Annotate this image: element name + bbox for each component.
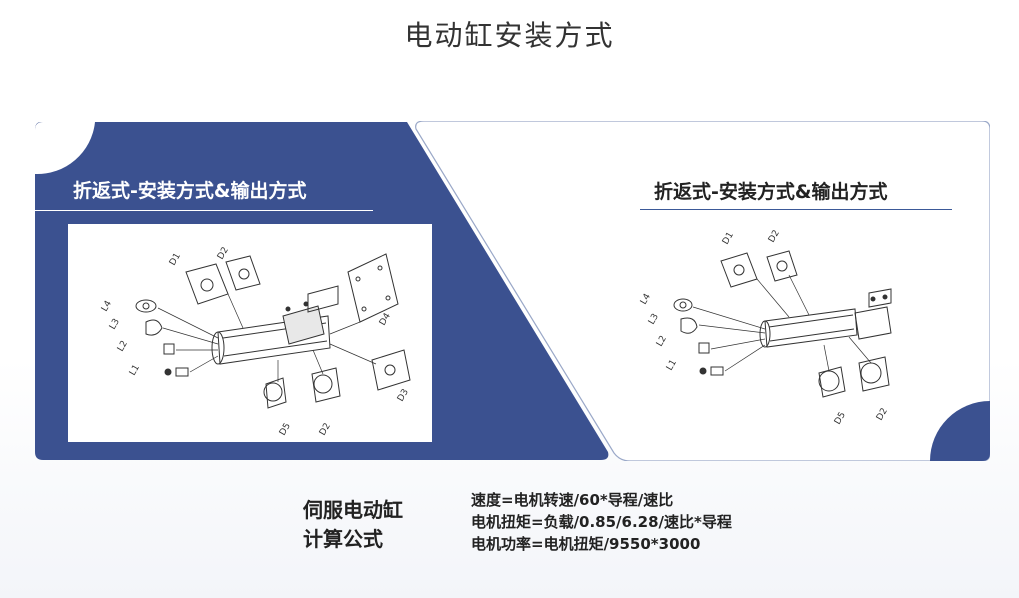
formula-heading-line1: 伺服电动缸 <box>303 498 403 522</box>
label-d5: D5 <box>278 422 293 438</box>
label-d2-top: D2 <box>767 229 782 245</box>
formula-heading-line2: 计算公式 <box>303 527 383 551</box>
label-d1: D1 <box>168 252 183 268</box>
l4-rod-eye <box>135 299 157 313</box>
label-d2-bottom: D2 <box>318 422 333 438</box>
formula-torque: 电机扭矩=负载/0.85/6.28/速比*导程 <box>471 513 732 531</box>
motor <box>282 305 325 345</box>
label-l4: L4 <box>100 299 114 314</box>
left-card-title: 折返式-安装方式&输出方式 <box>73 180 307 202</box>
label-d5: D5 <box>833 411 848 427</box>
left-exploded-diagram: D1 D2 D4 D3 D5 D2 L4 L3 L2 L1 <box>68 224 432 442</box>
formula-speed: 速度=电机转速/60*导程/速比 <box>471 491 674 509</box>
d2-top-bracket <box>225 255 261 291</box>
left-card: 折返式-安装方式&输出方式 <box>35 122 610 460</box>
actuator-body <box>764 308 858 348</box>
label-l1: L1 <box>128 363 142 377</box>
d4-plate <box>347 253 399 323</box>
formula-heading: 伺服电动缸 计算公式 <box>303 496 403 554</box>
motor-top <box>307 285 339 313</box>
right-card: 折返式-安装方式&输出方式 <box>414 121 990 461</box>
d3-bracket <box>371 349 411 391</box>
l1-connector <box>175 367 189 377</box>
right-card-background <box>415 121 990 461</box>
corner-decoration <box>930 401 990 461</box>
d5-trunnion <box>263 382 283 402</box>
l2-connector <box>698 342 710 354</box>
l1-connector <box>710 366 724 376</box>
page-title: 电动缸安装方式 <box>404 19 615 52</box>
label-l3: L3 <box>647 312 661 326</box>
left-title-divider <box>35 210 373 211</box>
label-d1: D1 <box>721 231 736 247</box>
l3-clevis <box>145 319 163 336</box>
label-d4: D4 <box>378 311 393 327</box>
d2-top-bracket <box>766 250 798 282</box>
l4-rod-eye <box>673 298 693 312</box>
label-d2-top: D2 <box>216 246 231 262</box>
d1-bracket <box>720 252 758 288</box>
label-l4: L4 <box>639 292 653 307</box>
label-l2: L2 <box>116 339 130 353</box>
motor-top <box>868 288 892 308</box>
label-l3: L3 <box>108 317 122 331</box>
label-d2-bottom: D2 <box>875 407 890 423</box>
label-l2: L2 <box>655 334 669 348</box>
d2-bottom-bracket <box>860 362 882 384</box>
right-title-divider <box>640 209 952 210</box>
d2-bottom-bracket <box>313 374 333 394</box>
d1-bracket <box>185 263 229 305</box>
formula-list: 速度=电机转速/60*导程/速比 电机扭矩=负载/0.85/6.28/速比*导程… <box>471 489 732 555</box>
l3-clevis <box>680 317 698 334</box>
right-exploded-diagram: D1 D2 D5 D2 L4 L3 L2 L1 <box>619 221 939 433</box>
label-d3: D3 <box>396 388 411 404</box>
right-card-title: 折返式-安装方式&输出方式 <box>654 181 888 203</box>
motor <box>854 306 892 340</box>
formula-power: 电机功率=电机扭矩/9550*3000 <box>471 535 701 553</box>
l2-connector <box>163 343 175 355</box>
corner-decoration <box>35 122 95 175</box>
label-l1: L1 <box>665 358 679 372</box>
